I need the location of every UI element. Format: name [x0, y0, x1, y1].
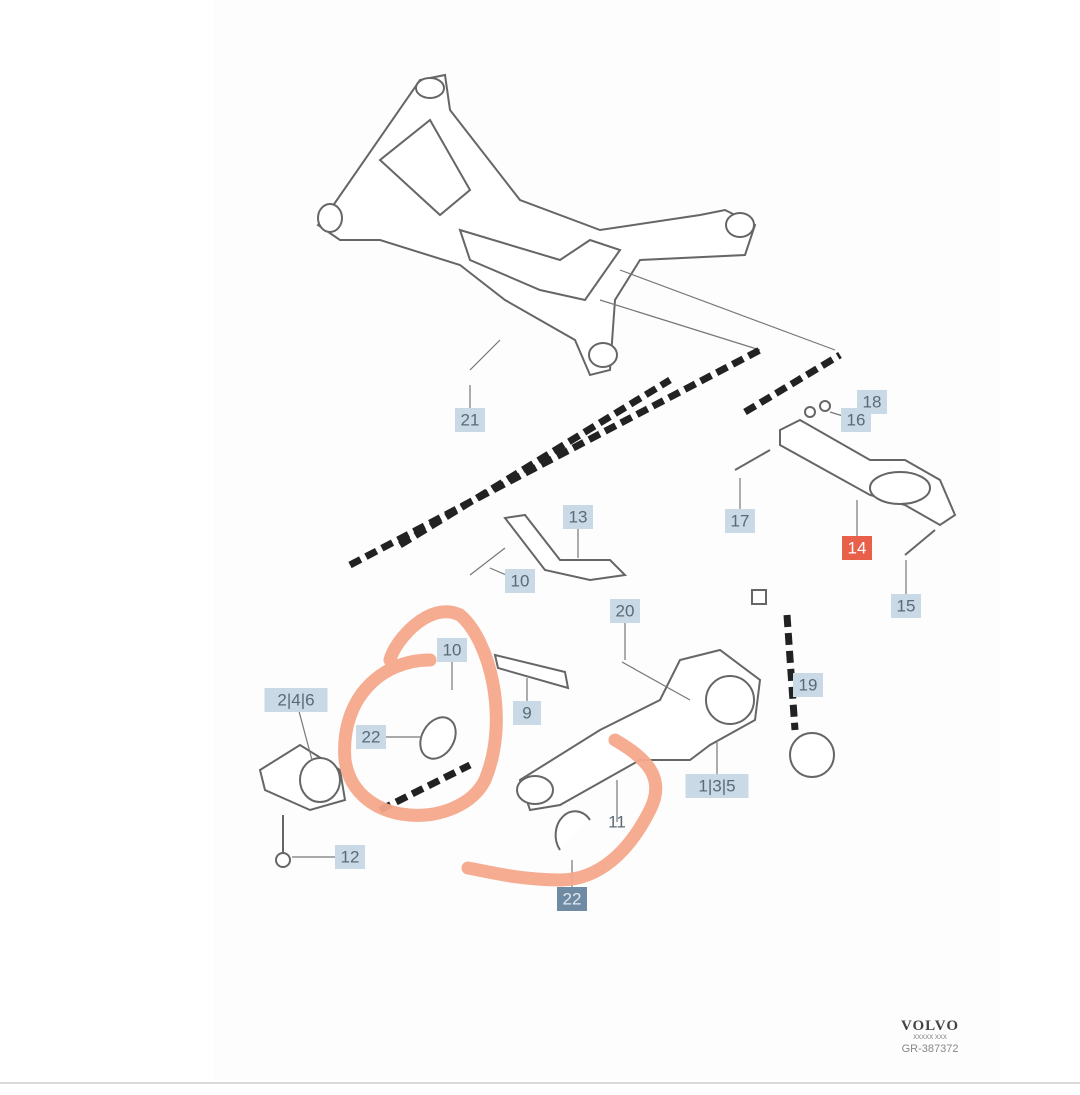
part-label-246: 2|4|6: [264, 688, 328, 712]
upper-link: [503, 513, 628, 582]
volvo-logo: VOLVO XXXXX XXX GR-387372: [880, 1018, 980, 1055]
label-box: [842, 536, 872, 560]
label-box: [725, 509, 755, 533]
part-label-13: 13: [563, 505, 593, 529]
label-box: [563, 505, 593, 529]
part-label-20: 20: [610, 599, 640, 623]
brand-sub: XXXXX XXX: [913, 1035, 947, 1041]
label-text: 10: [511, 572, 530, 591]
seal-ring: [419, 716, 457, 760]
part-label-9: 9: [513, 701, 541, 725]
label-box: [685, 774, 749, 798]
diagram-code: GR-387372: [901, 1043, 959, 1055]
label-text: 14: [848, 539, 867, 558]
part-label-22a: 22: [356, 725, 386, 749]
label-text: 18: [863, 393, 882, 412]
label-box: [793, 673, 823, 697]
part-label-21: 21: [455, 408, 485, 432]
label-box: [841, 408, 871, 432]
label-box: [264, 688, 328, 712]
part-label-12: 12: [335, 845, 365, 869]
part-label-10b: 10: [437, 638, 467, 662]
circle-annotation: [338, 605, 503, 822]
label-text: 22: [362, 728, 381, 747]
label-text: 15: [897, 597, 916, 616]
part-label-22b: 22: [557, 887, 587, 911]
part-label-14: 14: [842, 536, 872, 560]
bushing-bracket: [258, 743, 347, 868]
seal-ring-2: [554, 810, 591, 851]
dashed-link: [378, 761, 472, 814]
label-text: 19: [799, 676, 818, 695]
label-text: 12: [341, 848, 360, 867]
label-text: 11: [608, 813, 626, 832]
bracket-annotation: [461, 733, 663, 887]
divider: [0, 1082, 1080, 1084]
label-text: 2|4|6: [277, 691, 314, 710]
label-text: 22: [563, 890, 582, 909]
label-box: [557, 887, 587, 911]
label-text: 13: [569, 508, 588, 527]
label-text: 9: [522, 704, 531, 723]
dashed-link: [398, 377, 672, 548]
label-text: 21: [461, 411, 480, 430]
label-box: [335, 845, 365, 869]
dashed-link: [783, 614, 799, 731]
part-label-16: 16: [841, 408, 871, 432]
toe-link: [493, 653, 570, 690]
label-box: [610, 599, 640, 623]
label-box: [437, 638, 467, 662]
label-text: 10: [443, 641, 462, 660]
knuckle-assembly: [516, 589, 835, 812]
label-text: 17: [731, 512, 750, 531]
part-label-19: 19: [793, 673, 823, 697]
dashed-link: [348, 346, 762, 569]
label-box: [505, 569, 535, 593]
label-box: [513, 701, 541, 725]
subframe: [316, 73, 836, 377]
label-box: [455, 408, 485, 432]
label-text: 1|3|5: [698, 777, 735, 796]
part-label-11: 11: [608, 813, 626, 832]
label-text: 16: [847, 411, 866, 430]
part-label-15: 15: [891, 594, 921, 618]
dashed-link: [743, 351, 842, 416]
part-label-135: 1|3|5: [685, 774, 749, 798]
part-label-10a: 10: [505, 569, 535, 593]
label-text: 20: [616, 602, 635, 621]
label-box: [891, 594, 921, 618]
part-label-17: 17: [725, 509, 755, 533]
label-box: [356, 725, 386, 749]
brand-name: VOLVO: [900, 1018, 960, 1034]
lower-control-arm: [734, 400, 957, 556]
